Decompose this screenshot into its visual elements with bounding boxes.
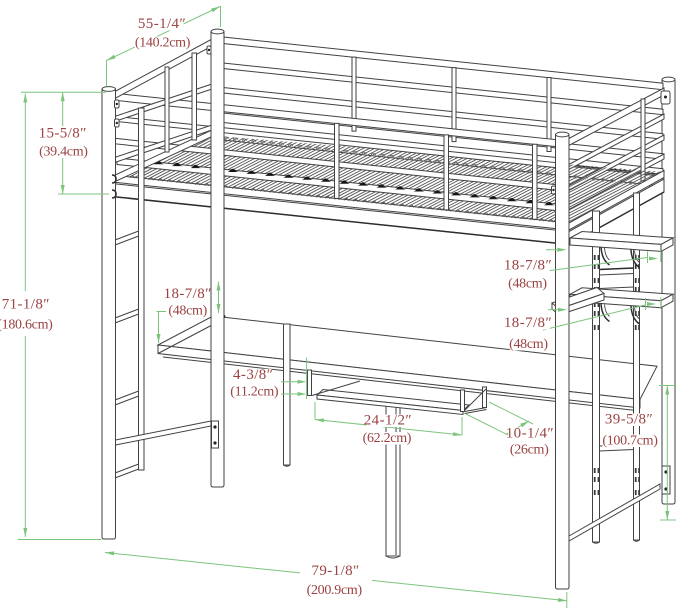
svg-text:(48cm): (48cm) bbox=[508, 277, 547, 292]
svg-text:18-7/8″: 18-7/8″ bbox=[504, 258, 552, 274]
svg-text:71-1/8″: 71-1/8″ bbox=[2, 297, 50, 313]
svg-text:39-5/8″: 39-5/8″ bbox=[605, 412, 653, 428]
svg-text:(180.6cm): (180.6cm) bbox=[0, 318, 53, 333]
svg-text:(140.2cm): (140.2cm) bbox=[135, 36, 191, 51]
svg-text:(62.2cm): (62.2cm) bbox=[363, 431, 412, 446]
svg-text:(200.9cm): (200.9cm) bbox=[307, 583, 363, 598]
svg-text:15-5/8″: 15-5/8″ bbox=[39, 126, 87, 142]
svg-text:55-1/4″: 55-1/4″ bbox=[138, 16, 186, 32]
svg-text:24-1/2″: 24-1/2″ bbox=[364, 413, 412, 429]
svg-text:(48cm): (48cm) bbox=[168, 304, 207, 319]
svg-text:(100.7cm): (100.7cm) bbox=[602, 434, 658, 449]
svg-text:18-7/8″: 18-7/8″ bbox=[504, 315, 552, 331]
svg-text:(11.2cm): (11.2cm) bbox=[230, 385, 279, 400]
svg-text:18-7/8″: 18-7/8″ bbox=[164, 286, 212, 302]
svg-text:(39.4cm): (39.4cm) bbox=[39, 145, 88, 160]
svg-text:4-3/8″: 4-3/8″ bbox=[233, 367, 273, 383]
svg-text:10-1/4″: 10-1/4″ bbox=[506, 426, 554, 442]
svg-text:79-1/8″: 79-1/8″ bbox=[311, 563, 359, 579]
svg-text:(48cm): (48cm) bbox=[509, 337, 548, 352]
svg-text:(26cm): (26cm) bbox=[510, 443, 549, 458]
